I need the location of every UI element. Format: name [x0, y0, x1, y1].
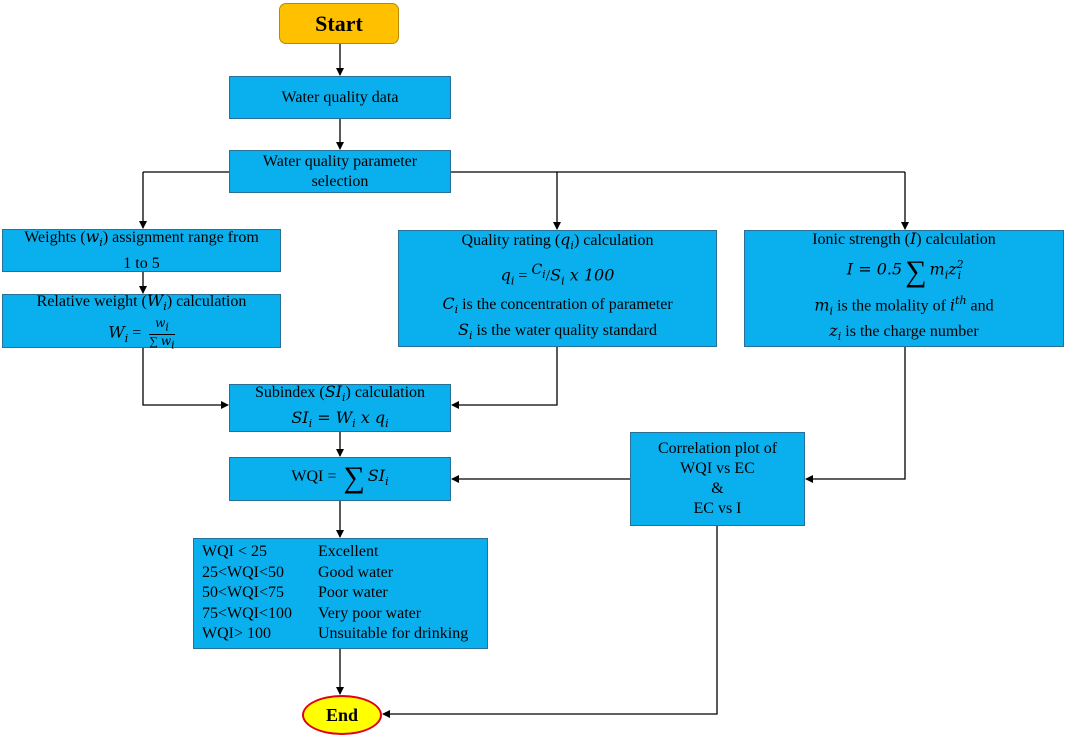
weights-line2: 1 to 5	[123, 254, 160, 272]
arrow-quality-to-subindex	[451, 347, 558, 409]
subindex-title: Subindex (SIi) calculation	[254, 381, 426, 404]
correlation-line3: &	[711, 480, 724, 497]
quality-rating-formula: qi = Ci/Si x 100	[500, 261, 615, 288]
start-node: Start	[279, 3, 399, 44]
classification-row: 75<WQI<100 Very poor water	[202, 604, 479, 625]
ionic-strength-molality-note: mi is the molality of ith and	[814, 293, 994, 318]
correlation-line1: Correlation plot of	[657, 440, 778, 457]
arrow-correlation-to-end	[382, 526, 718, 718]
ionic-strength-formula: I = 0.5∑miz2i	[846, 254, 964, 288]
classification-label: Excellent	[318, 543, 379, 561]
classification-label: Poor water	[318, 584, 388, 602]
classification-row: 25<WQI<50 Good water	[202, 563, 479, 584]
subindex-box: Subindex (SIi) calculation SIi = Wi x qi	[229, 381, 451, 432]
classification-range: WQI < 25	[202, 543, 268, 561]
weights-line1: Weights (wi) assignment range from	[24, 227, 259, 250]
weights-assignment-box: Weights (wi) assignment range from 1 to …	[2, 227, 281, 272]
ionic-strength-title: Ionic strength (I) calculation	[812, 229, 996, 249]
classification-label: Very poor water	[318, 604, 422, 622]
classification-range: WQI> 100	[202, 625, 272, 643]
classification-label: Good water	[318, 563, 394, 581]
quality-rating-box: Quality rating (qi) calculation qi = Ci/…	[398, 230, 717, 347]
classification-label: Unsuitable for drinking	[318, 625, 469, 643]
classification-row: WQI> 100 Unsuitable for drinking	[202, 624, 479, 645]
relative-weight-title: Relative weight (Wi) calculation	[36, 291, 247, 314]
classification-row: WQI < 25 Excellent	[202, 542, 479, 563]
correlation-plot-box: Correlation plot of WQI vs EC & EC vs I	[630, 432, 805, 526]
start-label: Start	[315, 10, 363, 36]
quality-rating-title: Quality rating (qi) calculation	[461, 230, 654, 253]
ionic-strength-charge-note: zi is the charge number	[829, 321, 979, 344]
water-quality-data-label: Water quality data	[281, 88, 399, 106]
arrow-ionic-to-correlation	[805, 347, 906, 483]
correlation-line2: WQI vs EC	[680, 460, 755, 477]
end-node: End	[302, 695, 382, 735]
parameter-selection-box: Water quality parameter selection	[229, 150, 451, 193]
water-quality-data-box: Water quality data	[229, 76, 451, 119]
classification-range: 75<WQI<100	[202, 604, 293, 622]
parameter-selection-line1: Water quality parameter	[262, 152, 418, 170]
quality-rating-standard-note: Si is the water quality standard	[458, 320, 657, 343]
wqi-box: WQI = ∑SIi	[229, 457, 451, 501]
arrow-relative-to-subindex	[142, 348, 229, 409]
relative-weight-fraction: wi ∑ wi	[149, 316, 175, 351]
relative-weight-formula: Wi = wi ∑ wi	[108, 316, 175, 351]
ionic-strength-box: Ionic strength (I) calculation I = 0.5∑m…	[744, 229, 1064, 347]
subindex-formula: SIi = Wi x qi	[291, 408, 389, 431]
classification-range: 50<WQI<75	[202, 584, 285, 602]
quality-rating-numerator: Ci	[531, 261, 546, 281]
parameter-selection-line2: selection	[311, 172, 369, 190]
relative-weight-box: Relative weight (Wi) calculation Wi = wi…	[2, 291, 281, 351]
classification-range: 25<WQI<50	[202, 563, 285, 581]
end-label: End	[325, 705, 359, 725]
correlation-line4: EC vs I	[693, 500, 742, 517]
wqi-classification-box: WQI < 25 Excellent 25<WQI<50 Good water 50…	[193, 538, 488, 649]
classification-row: 50<WQI<75 Poor water	[202, 583, 479, 604]
quality-rating-concentration-note: Ci is the concentration of parameter	[442, 294, 673, 317]
wqi-formula: WQI = ∑SIi	[291, 460, 389, 494]
